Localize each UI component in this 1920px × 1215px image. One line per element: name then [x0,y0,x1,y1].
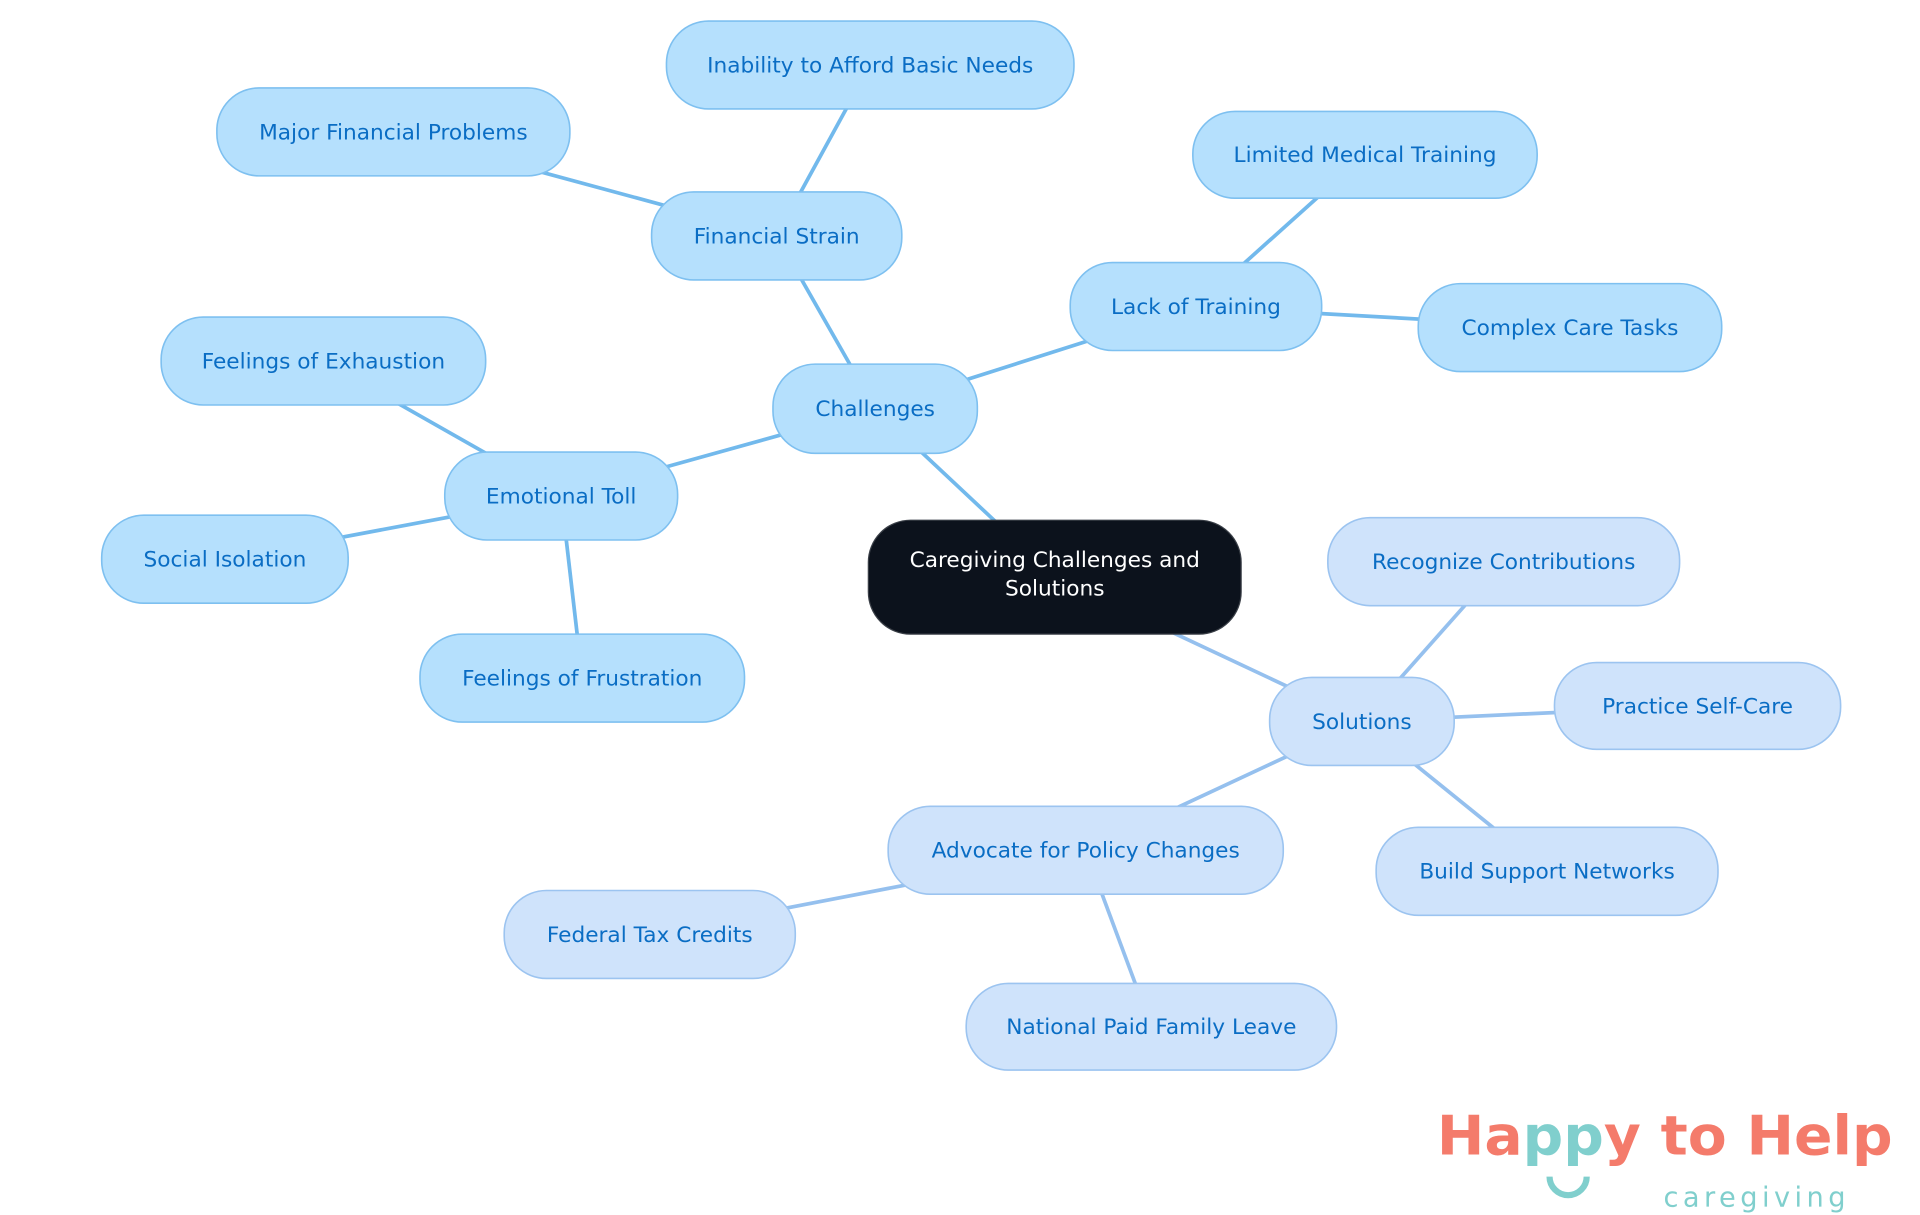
node-tax[interactable]: Federal Tax Credits [503,889,797,980]
smile-icon [1546,1176,1590,1199]
root-node-shape [867,519,1242,635]
node-shape [650,191,903,281]
node-label: Feelings of Frustration [462,667,702,692]
node-shape [419,633,746,723]
node-label: Limited Medical Training [1234,143,1497,168]
node-label: Challenges [815,397,935,422]
node-major[interactable]: Major Financial Problems [216,87,571,177]
node-frustration[interactable]: Feelings of Frustration [419,633,746,723]
node-advocate[interactable]: Advocate for Policy Changes [887,805,1285,896]
node-shape [1327,516,1681,607]
node-shape [1268,676,1455,767]
node-label: Financial Strain [694,224,860,249]
node-label: Recognize Contributions [1372,550,1635,575]
node-shape [160,316,487,406]
node-training[interactable]: Lack of Training [1069,261,1323,352]
node-shape [1192,110,1538,199]
node-leave[interactable]: National Paid Family Leave [965,982,1338,1071]
node-shape [216,87,571,177]
node-label: Inability to Afford Basic Needs [707,53,1033,78]
node-emotional[interactable]: Emotional Toll [443,451,679,541]
node-label: Complex Care Tasks [1462,316,1679,341]
node-selfcare[interactable]: Practice Self-Care [1553,661,1842,751]
node-shape [887,805,1285,896]
node-shape [100,514,349,604]
node-solutions[interactable]: Solutions [1268,676,1455,767]
node-networks[interactable]: Build Support Networks [1375,826,1719,917]
node-shape [443,451,679,541]
node-medical[interactable]: Limited Medical Training [1192,110,1538,199]
node-label: Feelings of Exhaustion [202,349,445,374]
node-shape [503,889,797,980]
node-shape [1417,282,1723,373]
node-label: Federal Tax Credits [547,923,753,948]
node-shape [965,982,1338,1071]
root-node-label: Caregiving Challenges and [910,548,1200,573]
happy-to-help-logo: Happy to Help caregiving [1437,1103,1893,1213]
node-label: Solutions [1312,710,1412,735]
node-complex[interactable]: Complex Care Tasks [1417,282,1723,373]
node-label: Emotional Toll [486,484,637,509]
node-challenges[interactable]: Challenges [772,363,979,455]
node-label: Advocate for Policy Changes [932,839,1240,864]
node-label: Social Isolation [144,548,307,573]
logo-wordmark: Happy to Help [1437,1103,1893,1167]
node-recognize[interactable]: Recognize Contributions [1327,516,1681,607]
node-shape [772,363,979,455]
node-financial[interactable]: Financial Strain [650,191,903,281]
node-label: Major Financial Problems [259,120,528,145]
node-label: Build Support Networks [1419,860,1674,885]
node-shape [1069,261,1323,352]
node-afford[interactable]: Inability to Afford Basic Needs [665,20,1075,110]
node-label: National Paid Family Leave [1006,1015,1296,1040]
node-exhaustion[interactable]: Feelings of Exhaustion [160,316,487,406]
node-shape [665,20,1075,110]
node-isolation[interactable]: Social Isolation [100,514,349,604]
node-shape [1553,661,1842,751]
root-node-label: Solutions [1005,577,1105,602]
logo-subtitle: caregiving [1663,1182,1845,1213]
node-shape [1375,826,1719,917]
node-label: Practice Self-Care [1602,694,1793,719]
node-label: Lack of Training [1111,295,1281,320]
